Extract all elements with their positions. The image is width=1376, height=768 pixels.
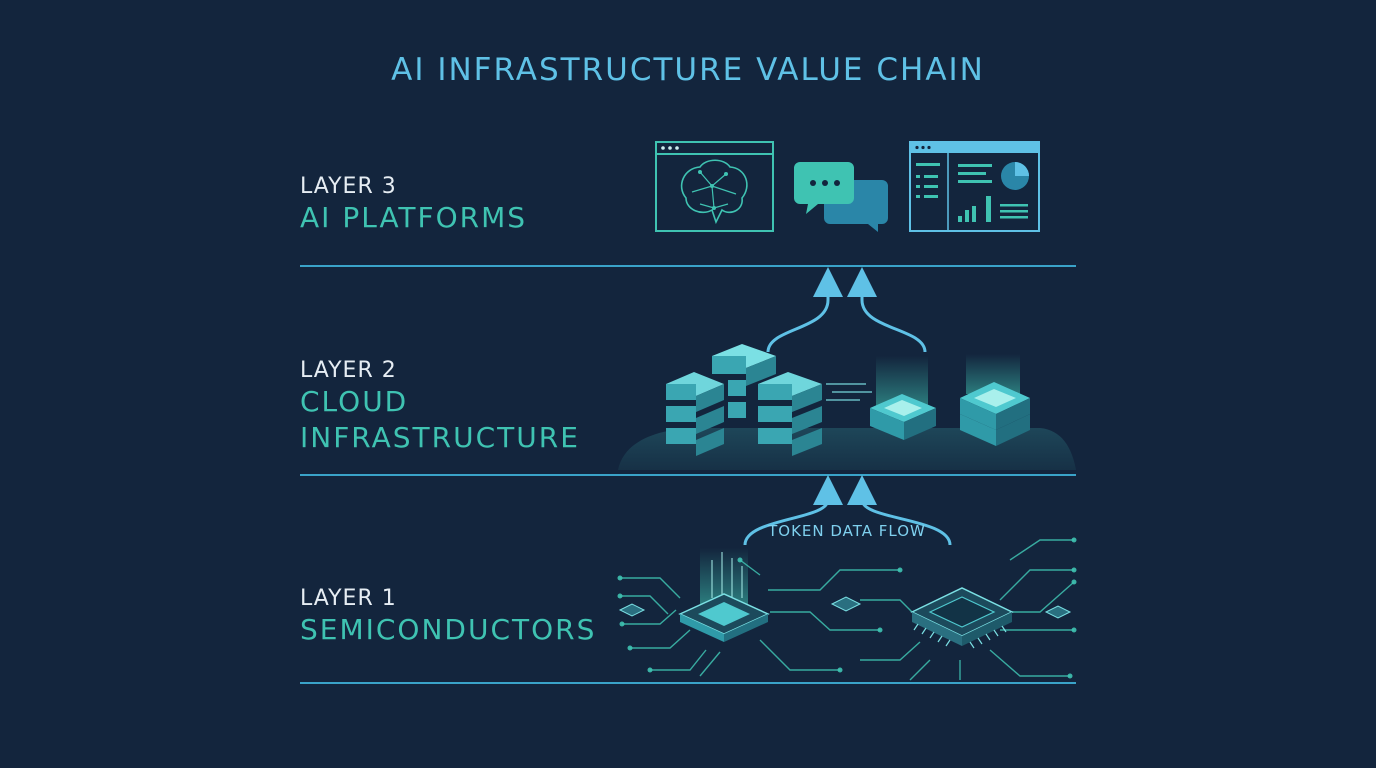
- layer-3-number: LAYER 3: [300, 174, 397, 199]
- token-data-flow-label: TOKEN DATA FLOW: [768, 522, 926, 540]
- chip-icon-large: [960, 354, 1030, 446]
- small-chip-icon: [618, 596, 1072, 619]
- layer-2-number: LAYER 2: [300, 358, 397, 383]
- processor-chip-icon: [910, 587, 1014, 649]
- page-title: AI INFRASTRUCTURE VALUE CHAIN: [391, 52, 985, 88]
- brain-window-icon: [655, 141, 774, 232]
- chat-bubbles-icon: [794, 162, 888, 232]
- layer-1-divider: [300, 682, 1076, 684]
- chip-icon: [870, 356, 936, 440]
- layer-3-divider: [300, 265, 1076, 267]
- layer-3-label: LAYER 3 AI PLATFORMS: [300, 174, 527, 235]
- layer-2-name-line-1: CLOUD: [300, 385, 409, 418]
- layer-3-name: AI PLATFORMS: [300, 201, 528, 234]
- layer-1-name: SEMICONDUCTORS: [300, 613, 597, 646]
- layer-2-label: LAYER 2 CLOUD INFRASTRUCTURE: [300, 358, 580, 455]
- layer-2-name-line-2: INFRASTRUCTURE: [300, 421, 580, 454]
- circuit-board-icon: [620, 539, 1075, 681]
- server-stack-icon: [666, 344, 822, 456]
- layer-1-number: LAYER 1: [300, 586, 397, 611]
- glowing-chip-icon: [678, 548, 770, 642]
- layer-2-divider: [300, 474, 1076, 476]
- layer-1-label: LAYER 1 SEMICONDUCTORS: [300, 586, 596, 647]
- dashboard-window-icon: [909, 141, 1040, 232]
